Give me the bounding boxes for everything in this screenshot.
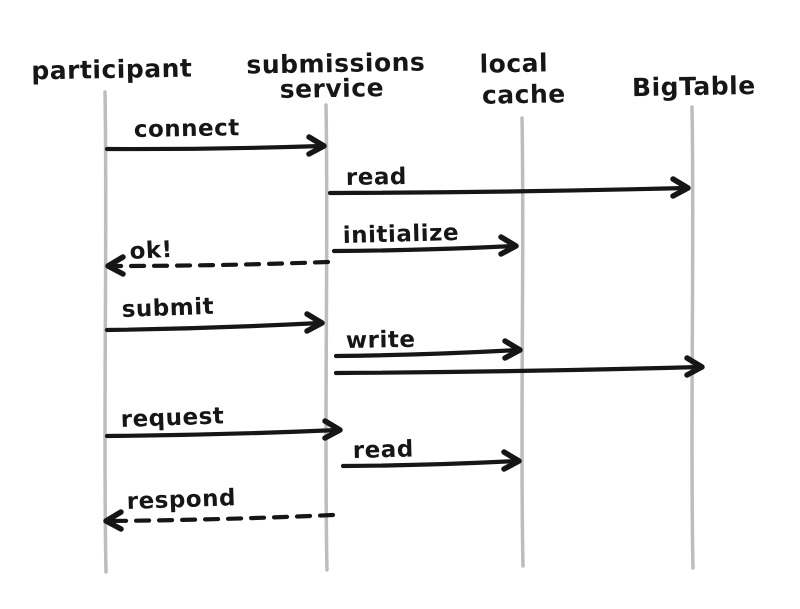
message-line-request [104, 427, 341, 439]
actor-label-local-cache-2: cache [482, 79, 566, 109]
message-line-write-bigtable [333, 364, 703, 376]
lifeline-participant [103, 90, 108, 574]
lifeline-submissions-service [324, 103, 329, 572]
arrowhead-read-cache-right-icon [501, 449, 522, 472]
actor-label-local-cache: local [479, 48, 548, 78]
message-label-read-cache: read [352, 436, 414, 464]
arrowhead-submit-right-icon [304, 311, 325, 334]
message-label-write-cache: write [346, 327, 416, 354]
message-label-connect: connect [134, 115, 240, 143]
message-line-initialize [331, 243, 517, 254]
actor-label-submissions-service: submissions [246, 47, 425, 79]
arrowhead-ok-left-icon [105, 254, 126, 277]
message-line-respond [105, 512, 336, 524]
arrowhead-request-right-icon [322, 418, 343, 441]
lifeline-local-cache [520, 116, 525, 568]
message-line-read-bigtable [327, 185, 689, 196]
message-line-write-cache [333, 347, 521, 359]
lifeline-bigtable [690, 105, 695, 570]
message-label-respond: respond [126, 485, 236, 515]
actor-label-bigtable: BigTable [632, 71, 756, 102]
message-line-read-cache [340, 458, 520, 469]
arrowhead-write-bigtable-right-icon [684, 355, 705, 378]
message-label-submit: submit [121, 294, 214, 323]
message-label-ok: ok! [129, 237, 173, 265]
actor-label-participant: participant [31, 54, 193, 86]
arrowhead-write-cache-right-icon [502, 338, 523, 361]
arrowhead-read-bigtable-right-icon [670, 176, 691, 199]
message-line-connect [104, 143, 325, 152]
actor-label-submissions-service-2: service [279, 73, 384, 104]
message-line-submit [104, 320, 323, 333]
message-label-request: request [120, 403, 224, 433]
message-line-ok [107, 259, 331, 269]
message-label-initialize: initialize [342, 220, 459, 249]
message-label-read-bigtable: read [346, 164, 407, 191]
arrowhead-connect-right-icon [306, 134, 327, 157]
arrowhead-respond-left-icon [103, 509, 124, 532]
arrowhead-initialize-right-icon [498, 234, 519, 257]
